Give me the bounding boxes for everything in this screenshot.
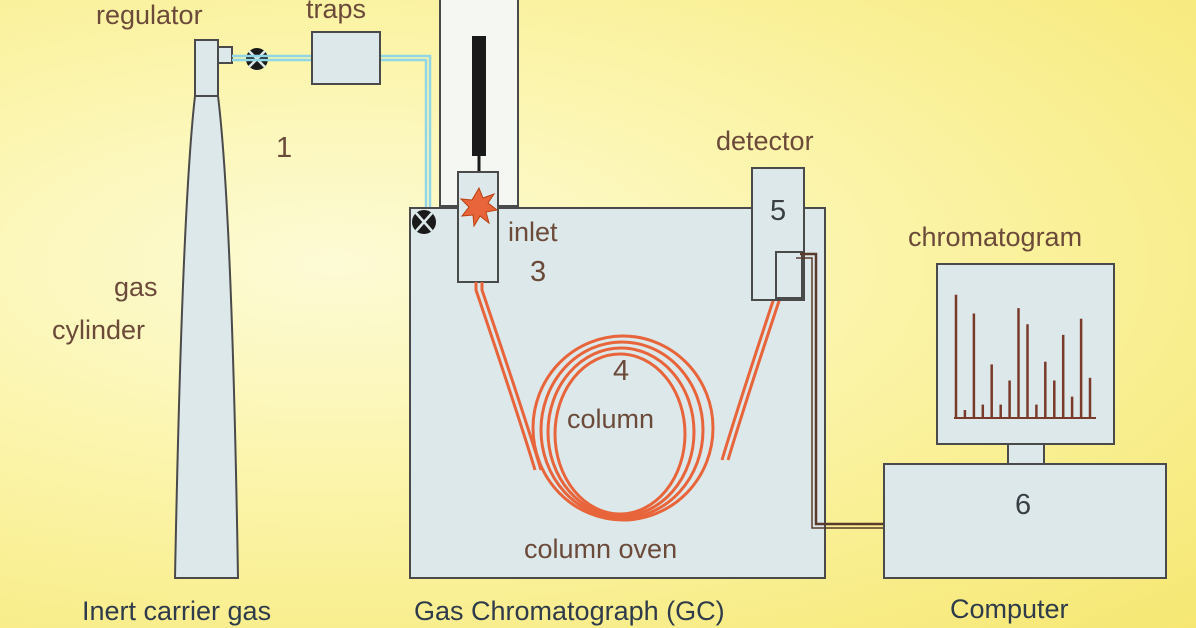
inlet-label: inlet <box>508 217 558 247</box>
inlet-box <box>457 171 499 283</box>
column-label: column <box>567 404 654 434</box>
number-3: 3 <box>530 256 546 288</box>
number-6: 6 <box>1015 489 1031 521</box>
cylinder-caption: Inert carrier gas <box>82 596 271 626</box>
gas-cylinder <box>173 39 240 579</box>
monitor <box>936 263 1115 445</box>
computer-case <box>883 463 1167 579</box>
syringe-barrel <box>472 36 486 156</box>
computer <box>883 263 1167 579</box>
regulator-label: regulator <box>96 0 203 30</box>
number-1: 1 <box>276 132 292 164</box>
number-4: 4 <box>613 355 629 387</box>
monitor-stand <box>1007 443 1045 465</box>
regulator-fitting <box>217 46 233 64</box>
carrier-gas-line <box>232 54 470 214</box>
inlet-flash-icon <box>459 186 499 228</box>
column-tube <box>474 279 788 522</box>
gas-cylinder-label-line1: gas <box>114 272 158 302</box>
inlet-valve-icon <box>412 210 436 234</box>
signal-cable <box>796 252 884 529</box>
chromatogram-label: chromatogram <box>908 222 1082 252</box>
detector-label: detector <box>716 126 814 156</box>
chromatogram-plot <box>954 294 1096 419</box>
gc-caption: Gas Chromatograph (GC) <box>414 596 725 626</box>
computer-caption: Computer <box>950 594 1069 624</box>
gas-cylinder-label-line2: cylinder <box>52 315 145 345</box>
number-5: 5 <box>770 195 786 227</box>
traps-box <box>311 31 381 85</box>
traps-label: traps <box>306 0 366 24</box>
detector-cell <box>775 251 803 299</box>
column-oven-label: column oven <box>524 534 677 564</box>
